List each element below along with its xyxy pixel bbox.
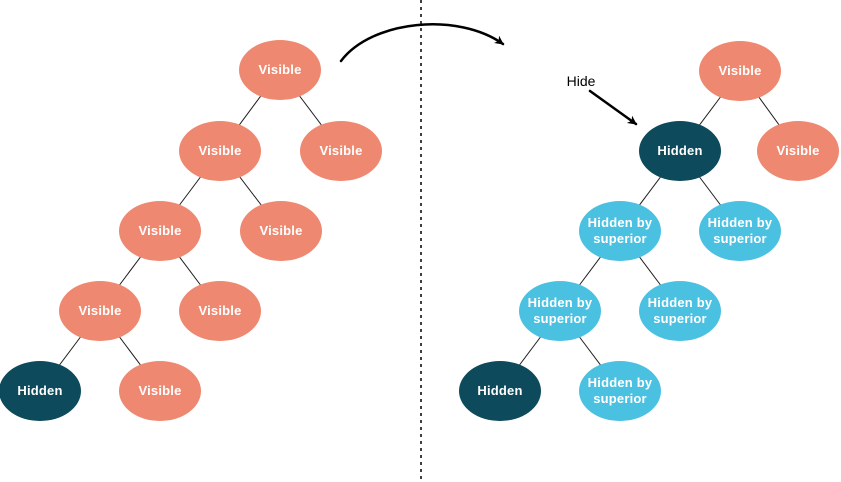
node-hidden-by-superior: Hidden by superior	[579, 201, 661, 261]
node-visible: Visible	[59, 281, 141, 341]
node-visible: Visible	[757, 121, 839, 181]
node-visible: Visible	[119, 361, 201, 421]
node-visible: Visible	[179, 281, 261, 341]
node-visible: Visible	[240, 201, 322, 261]
node-hidden: Hidden	[0, 361, 81, 421]
node-hidden-by-superior: Hidden by superior	[639, 281, 721, 341]
node-hidden-by-superior: Hidden by superior	[699, 201, 781, 261]
node-hidden: Hidden	[459, 361, 541, 421]
node-visible: Visible	[239, 40, 321, 100]
node-hidden-by-superior: Hidden by superior	[579, 361, 661, 421]
node-visible: Visible	[119, 201, 201, 261]
node-visible: Visible	[179, 121, 261, 181]
node-hidden-by-superior: Hidden by superior	[519, 281, 601, 341]
hide-arrow	[588, 89, 638, 126]
hide-label: Hide	[566, 73, 596, 89]
node-visible: Visible	[699, 41, 781, 101]
node-hidden: Hidden	[639, 121, 721, 181]
node-visible: Visible	[300, 121, 382, 181]
transform-arrow	[339, 23, 505, 63]
